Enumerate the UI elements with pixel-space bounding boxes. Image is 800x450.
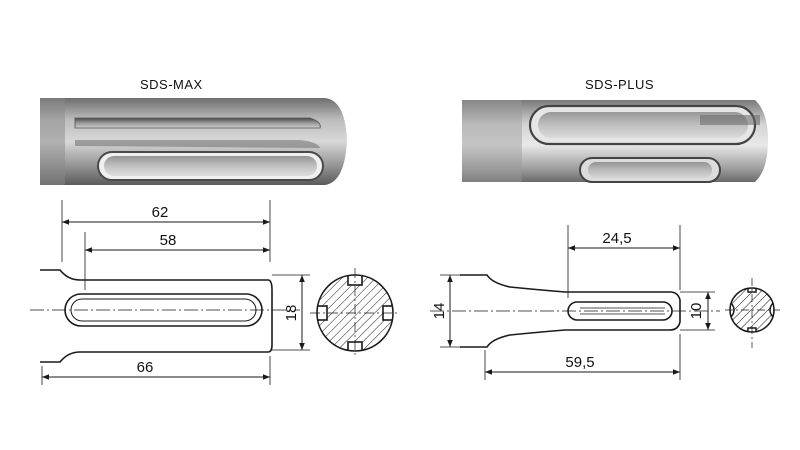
dim-label-58: 58 (160, 232, 177, 249)
dim-label-10: 10 (688, 303, 705, 320)
sds-plus-photo (462, 100, 768, 183)
sds-max-drawing (30, 200, 310, 385)
dim-label-62: 62 (152, 204, 169, 221)
dim-label-59-5: 59,5 (565, 354, 594, 371)
sds-max-photo (40, 98, 347, 185)
dim-label-14: 14 (431, 303, 448, 320)
dim-label-66: 66 (137, 359, 154, 376)
sds-plus-title: SDS-PLUS (585, 77, 655, 92)
dim-label-18: 18 (283, 305, 300, 322)
sds-plus-cross-section (725, 278, 780, 348)
sds-plus-drawing (430, 225, 720, 380)
sds-max-cross-section (310, 268, 400, 358)
sds-max-outline (40, 269, 273, 363)
sds-max-title: SDS-MAX (140, 77, 203, 92)
dim-label-24-5: 24,5 (602, 230, 631, 247)
